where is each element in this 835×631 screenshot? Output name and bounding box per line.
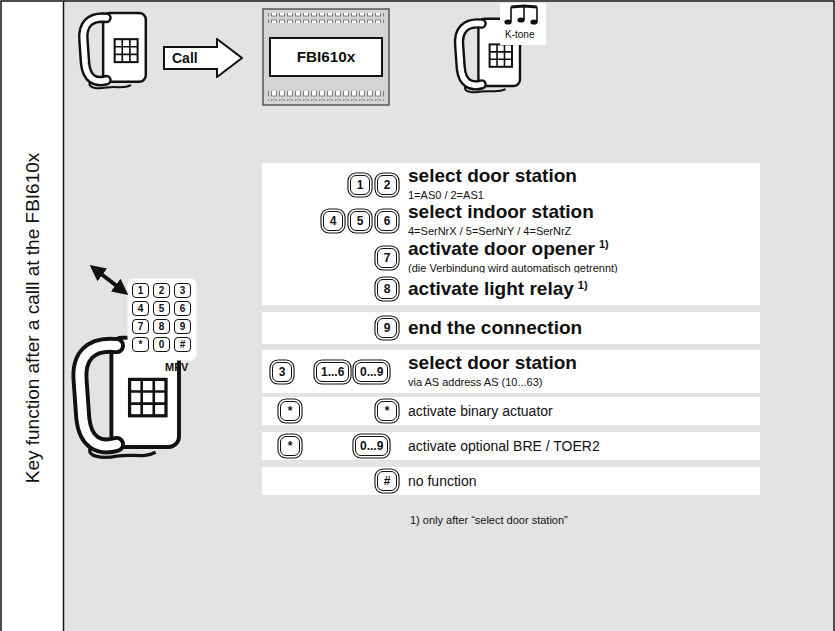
key-label: 0...9	[360, 365, 383, 379]
function-band: activate binary actuator * *	[262, 397, 760, 425]
function-text: no function	[408, 473, 477, 489]
function-band: select door station via AS address AS (10…	[262, 350, 760, 393]
function-band: activate light relay 1) 8	[262, 273, 760, 305]
key-label: 1...6	[321, 365, 344, 379]
function-text: activate optional BRE / TOER2	[408, 438, 600, 454]
function-text: end the connection	[408, 317, 582, 338]
footnote: 1) only after “select door station”	[410, 514, 568, 526]
key-label: 5	[357, 214, 364, 228]
function-text: activate binary actuator	[408, 403, 553, 419]
key-label: 1	[138, 285, 144, 296]
key-label: 7	[138, 321, 144, 332]
device-box: FBI610x	[262, 8, 390, 106]
calling-phone	[83, 13, 146, 88]
key-label: 9	[180, 321, 186, 332]
call-arrow: Call	[163, 38, 243, 78]
function-band: no function #	[262, 467, 760, 495]
keypad-key: 6	[174, 301, 191, 316]
keypad-key: *	[132, 337, 149, 352]
key-label: 0...9	[360, 439, 383, 453]
node-label: FBI610x	[262, 48, 390, 66]
footnote-mark: 1)	[599, 238, 609, 250]
key-label: *	[288, 439, 293, 453]
key-label: 3	[279, 365, 286, 379]
function-detail: via AS address AS (10...63)	[408, 376, 543, 388]
panel-ground	[64, 2, 833, 631]
key-label: 3	[180, 285, 186, 296]
key-button: 8	[377, 279, 397, 299]
function-band: activate optional BRE / TOER2 * 0...9	[262, 432, 760, 460]
key-label: 8	[159, 321, 165, 332]
k-tone-notes	[500, 3, 546, 45]
key-label: 4	[330, 214, 337, 228]
key-button: 2	[377, 175, 397, 195]
band-separator	[63, 1, 65, 631]
key-button: 4	[323, 211, 343, 231]
tone-label: K-tone	[505, 29, 534, 40]
keypad-ground	[128, 279, 196, 360]
key-label: 7	[384, 251, 391, 265]
key-label: 5	[159, 303, 165, 314]
key-label: 1	[357, 178, 364, 192]
function-text: select indoor station	[408, 200, 594, 221]
keypad-key: #	[174, 337, 191, 352]
keypad-key: 1	[132, 283, 149, 298]
key-label: 6	[384, 214, 391, 228]
key-label: 2	[384, 178, 391, 192]
key-label: 2	[159, 285, 165, 296]
key-label: *	[288, 404, 293, 418]
keypad-key: 0	[153, 337, 170, 352]
function-text: select door station	[408, 351, 577, 372]
node-label: Call	[172, 50, 198, 66]
key-button: 1...6	[316, 362, 349, 382]
key-button: 6	[377, 211, 397, 231]
footnote-mark: 1)	[578, 279, 588, 291]
keypad-key: 9	[174, 319, 191, 334]
key-button: 3	[272, 362, 292, 382]
function-text: activate door opener	[408, 237, 595, 258]
function-text: activate light relay	[408, 278, 574, 299]
side-title: Key function after a calll at the FBI610…	[22, 153, 44, 484]
key-label: 6	[180, 303, 186, 314]
function-text: select door station	[408, 164, 577, 185]
key-label: #	[180, 339, 186, 350]
key-button: #	[377, 471, 397, 491]
key-button: 9	[377, 318, 397, 338]
key-label: 9	[384, 321, 391, 335]
key-label: 8	[384, 282, 391, 296]
keypad-key: 5	[153, 301, 170, 316]
key-label: *	[385, 404, 390, 418]
key-button: 5	[350, 211, 370, 231]
key-button: *	[280, 436, 300, 456]
double-arrow	[96, 270, 122, 290]
keypad-key: 3	[174, 283, 191, 298]
key-button: 1	[350, 175, 370, 195]
keypad-key: 4	[132, 301, 149, 316]
keypad-key: 7	[132, 319, 149, 334]
key-label: *	[139, 339, 143, 350]
key-button: *	[280, 401, 300, 421]
key-label: #	[384, 474, 391, 488]
function-band: end the connection 9	[262, 312, 760, 344]
key-button: 0...9	[355, 362, 388, 382]
key-button: 7	[377, 248, 397, 268]
keypad-key: 2	[153, 283, 170, 298]
keypad-label: MFV	[165, 361, 188, 373]
key-button: *	[377, 401, 397, 421]
key-label: 4	[138, 303, 144, 314]
key-label: 0	[159, 339, 165, 350]
keypad-key: 8	[153, 319, 170, 334]
key-button: 0...9	[355, 436, 388, 456]
